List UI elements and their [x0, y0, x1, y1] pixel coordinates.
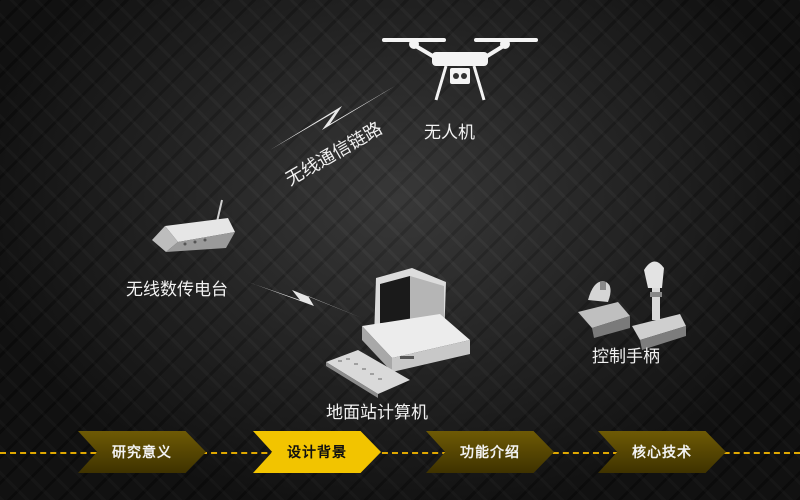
nav-item-core-technology[interactable]: 核心技术: [598, 431, 726, 473]
nav-item-label: 研究意义: [112, 445, 172, 461]
nav-item-design-background[interactable]: 设计背景: [253, 431, 381, 473]
drone-label: 无人机: [424, 123, 475, 143]
nav-item-label: 设计背景: [287, 445, 347, 461]
nav-item-label: 功能介绍: [460, 445, 520, 461]
drone-icon: [382, 38, 538, 101]
radio-modem-icon: [152, 199, 235, 252]
nav-dashed-line: [0, 452, 800, 454]
ground-station-computer-label: 地面站计算机: [326, 403, 428, 423]
nav-item-research-significance[interactable]: 研究意义: [78, 431, 206, 473]
computer-icon: [326, 268, 470, 398]
nav-item-label: 核心技术: [632, 445, 692, 461]
wireless-signal-icon: [270, 86, 395, 150]
joystick-icon: [578, 261, 686, 350]
radio-modem-label: 无线数传电台: [126, 280, 228, 300]
nav-item-function-intro[interactable]: 功能介绍: [426, 431, 554, 473]
joystick-label: 控制手柄: [592, 347, 660, 367]
wireless-signal-icon-2: [248, 282, 362, 318]
